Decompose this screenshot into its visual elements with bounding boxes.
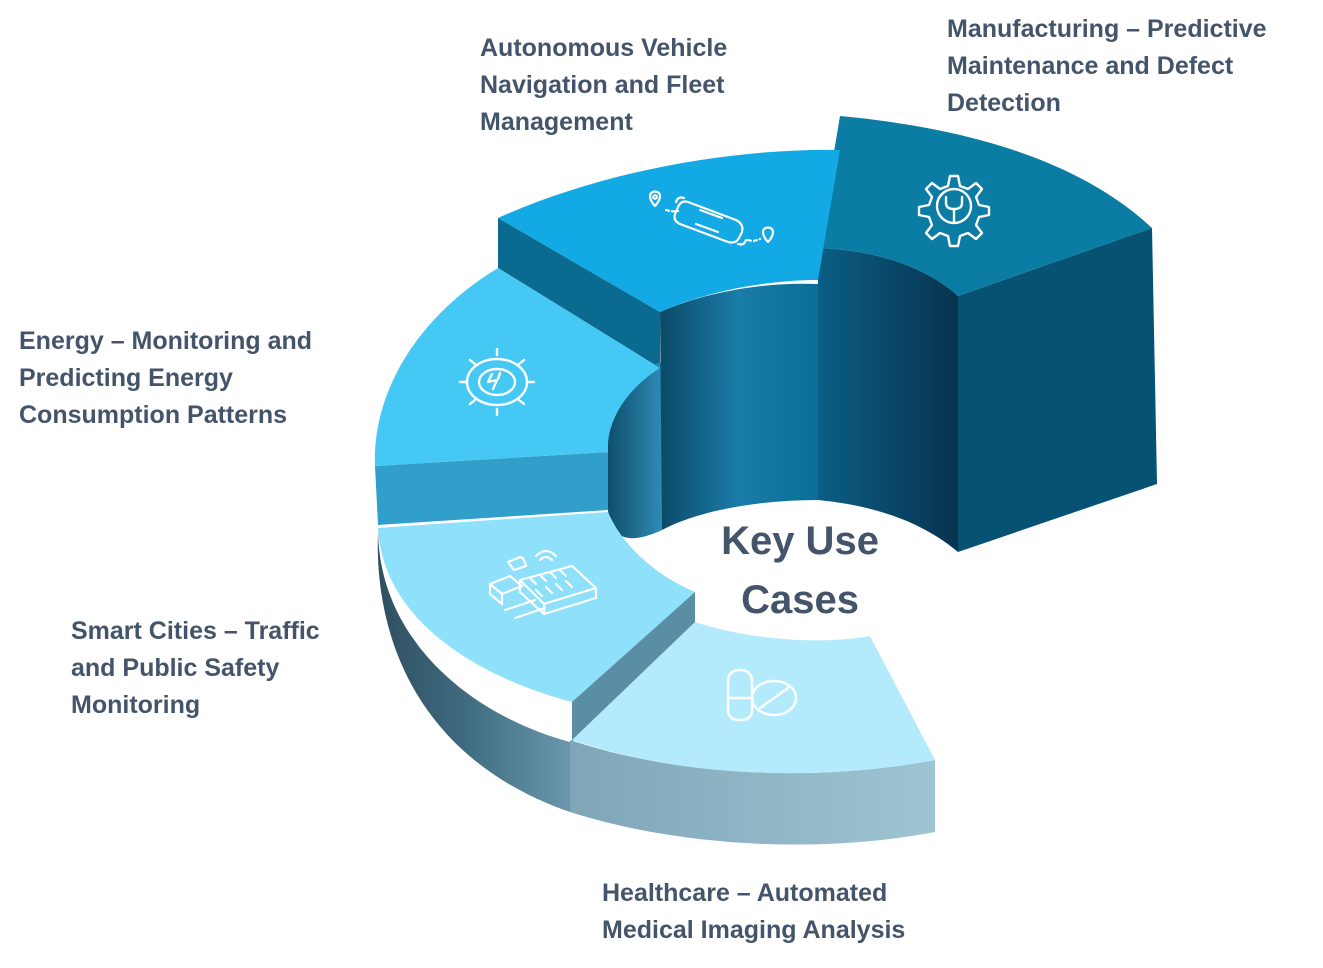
- center-title: Key Use Cases: [721, 519, 879, 622]
- autonomous-inner-wall: [660, 283, 818, 530]
- label-energy: Energy – Monitoring and Predicting Energ…: [19, 327, 313, 429]
- segment-divider: [572, 592, 695, 742]
- autonomous-top: [498, 149, 840, 312]
- energy-side: [375, 452, 608, 525]
- healthcare-side: [570, 740, 935, 845]
- autonomous-car-icon: [648, 190, 775, 246]
- autonomous-front-side: [498, 218, 660, 368]
- manufacturing-inner-side: [818, 248, 958, 552]
- label-autonomous-vehicle: Autonomous Vehicle Navigation and Fleet …: [480, 34, 728, 136]
- energy-top: [374, 268, 660, 466]
- healthcare-top: [572, 622, 935, 774]
- smart-cities-side: [377, 532, 570, 812]
- manufacturing-outer-side: [958, 228, 1157, 552]
- label-smart-cities: Smart Cities – Traffic and Public Safety…: [71, 617, 320, 719]
- pills-icon: [726, 668, 798, 722]
- smart-city-icon: [488, 549, 598, 620]
- label-healthcare: Healthcare – Automated Medical Imaging A…: [602, 879, 906, 944]
- gear-wrench-icon: [917, 174, 991, 248]
- energy-gear-icon: [458, 347, 536, 417]
- label-manufacturing: Manufacturing – Predictive Maintenance a…: [947, 15, 1267, 117]
